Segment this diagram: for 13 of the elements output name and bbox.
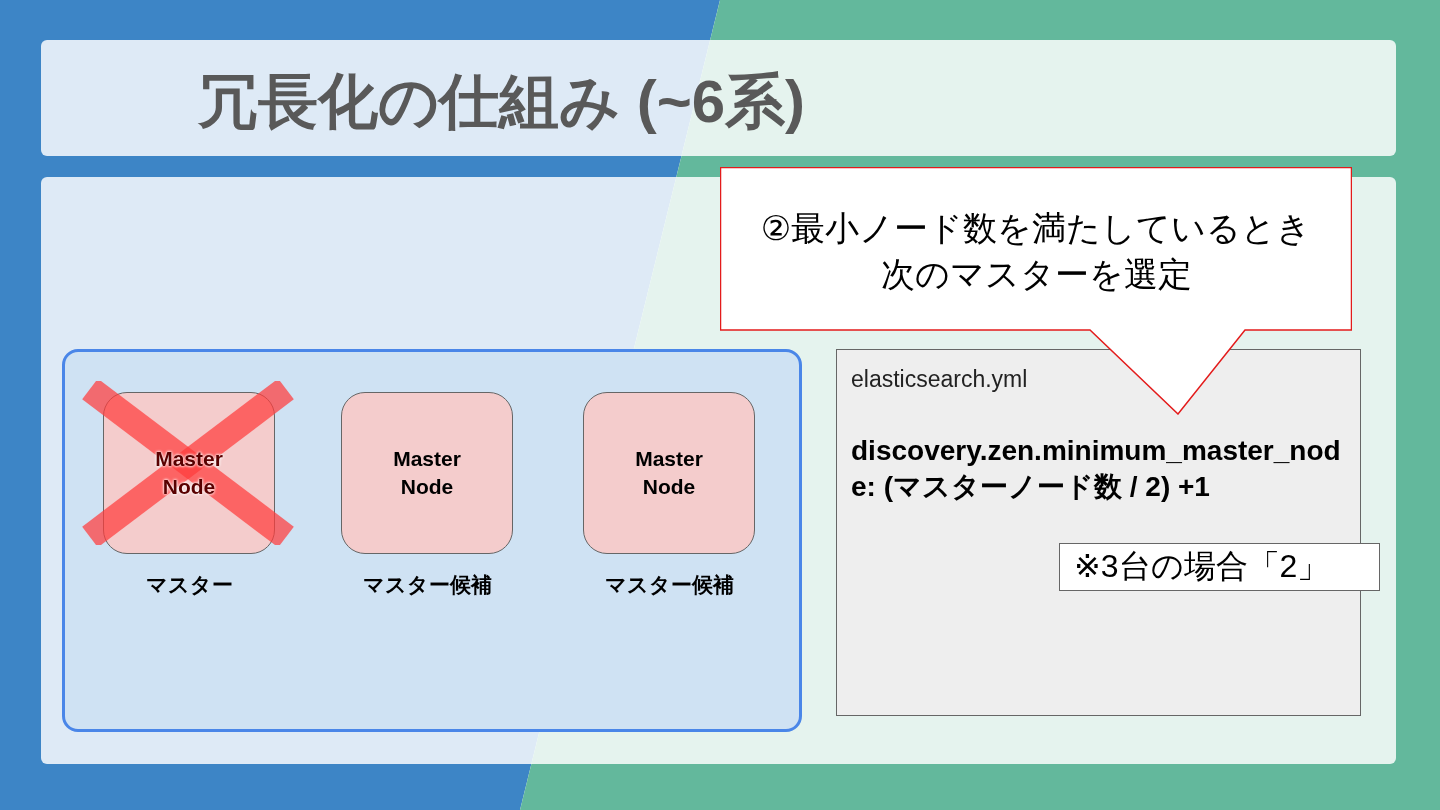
node-caption: マスター候補 [603,572,735,598]
title: 冗長化の仕組み (~6系) [198,67,806,137]
note-box: ※3台の場合「2」 [1059,543,1380,591]
file-name: elasticsearch.yml [851,366,1029,393]
node-caption: マスター候補 [361,572,493,598]
node-label: Master Node [634,446,704,500]
cluster-frame [62,349,802,732]
callout-text: ②最小ノード数を満たしているとき次のマスターを選定 [759,208,1313,295]
node-label: Master Node [392,446,462,500]
config-setting: discovery.zen.minimum_master_node: (マスターノード数 / 2) +1 [851,434,1342,504]
config-panel [836,349,1361,716]
node-caption: マスター [144,572,234,598]
callout-bubble [720,167,1352,415]
